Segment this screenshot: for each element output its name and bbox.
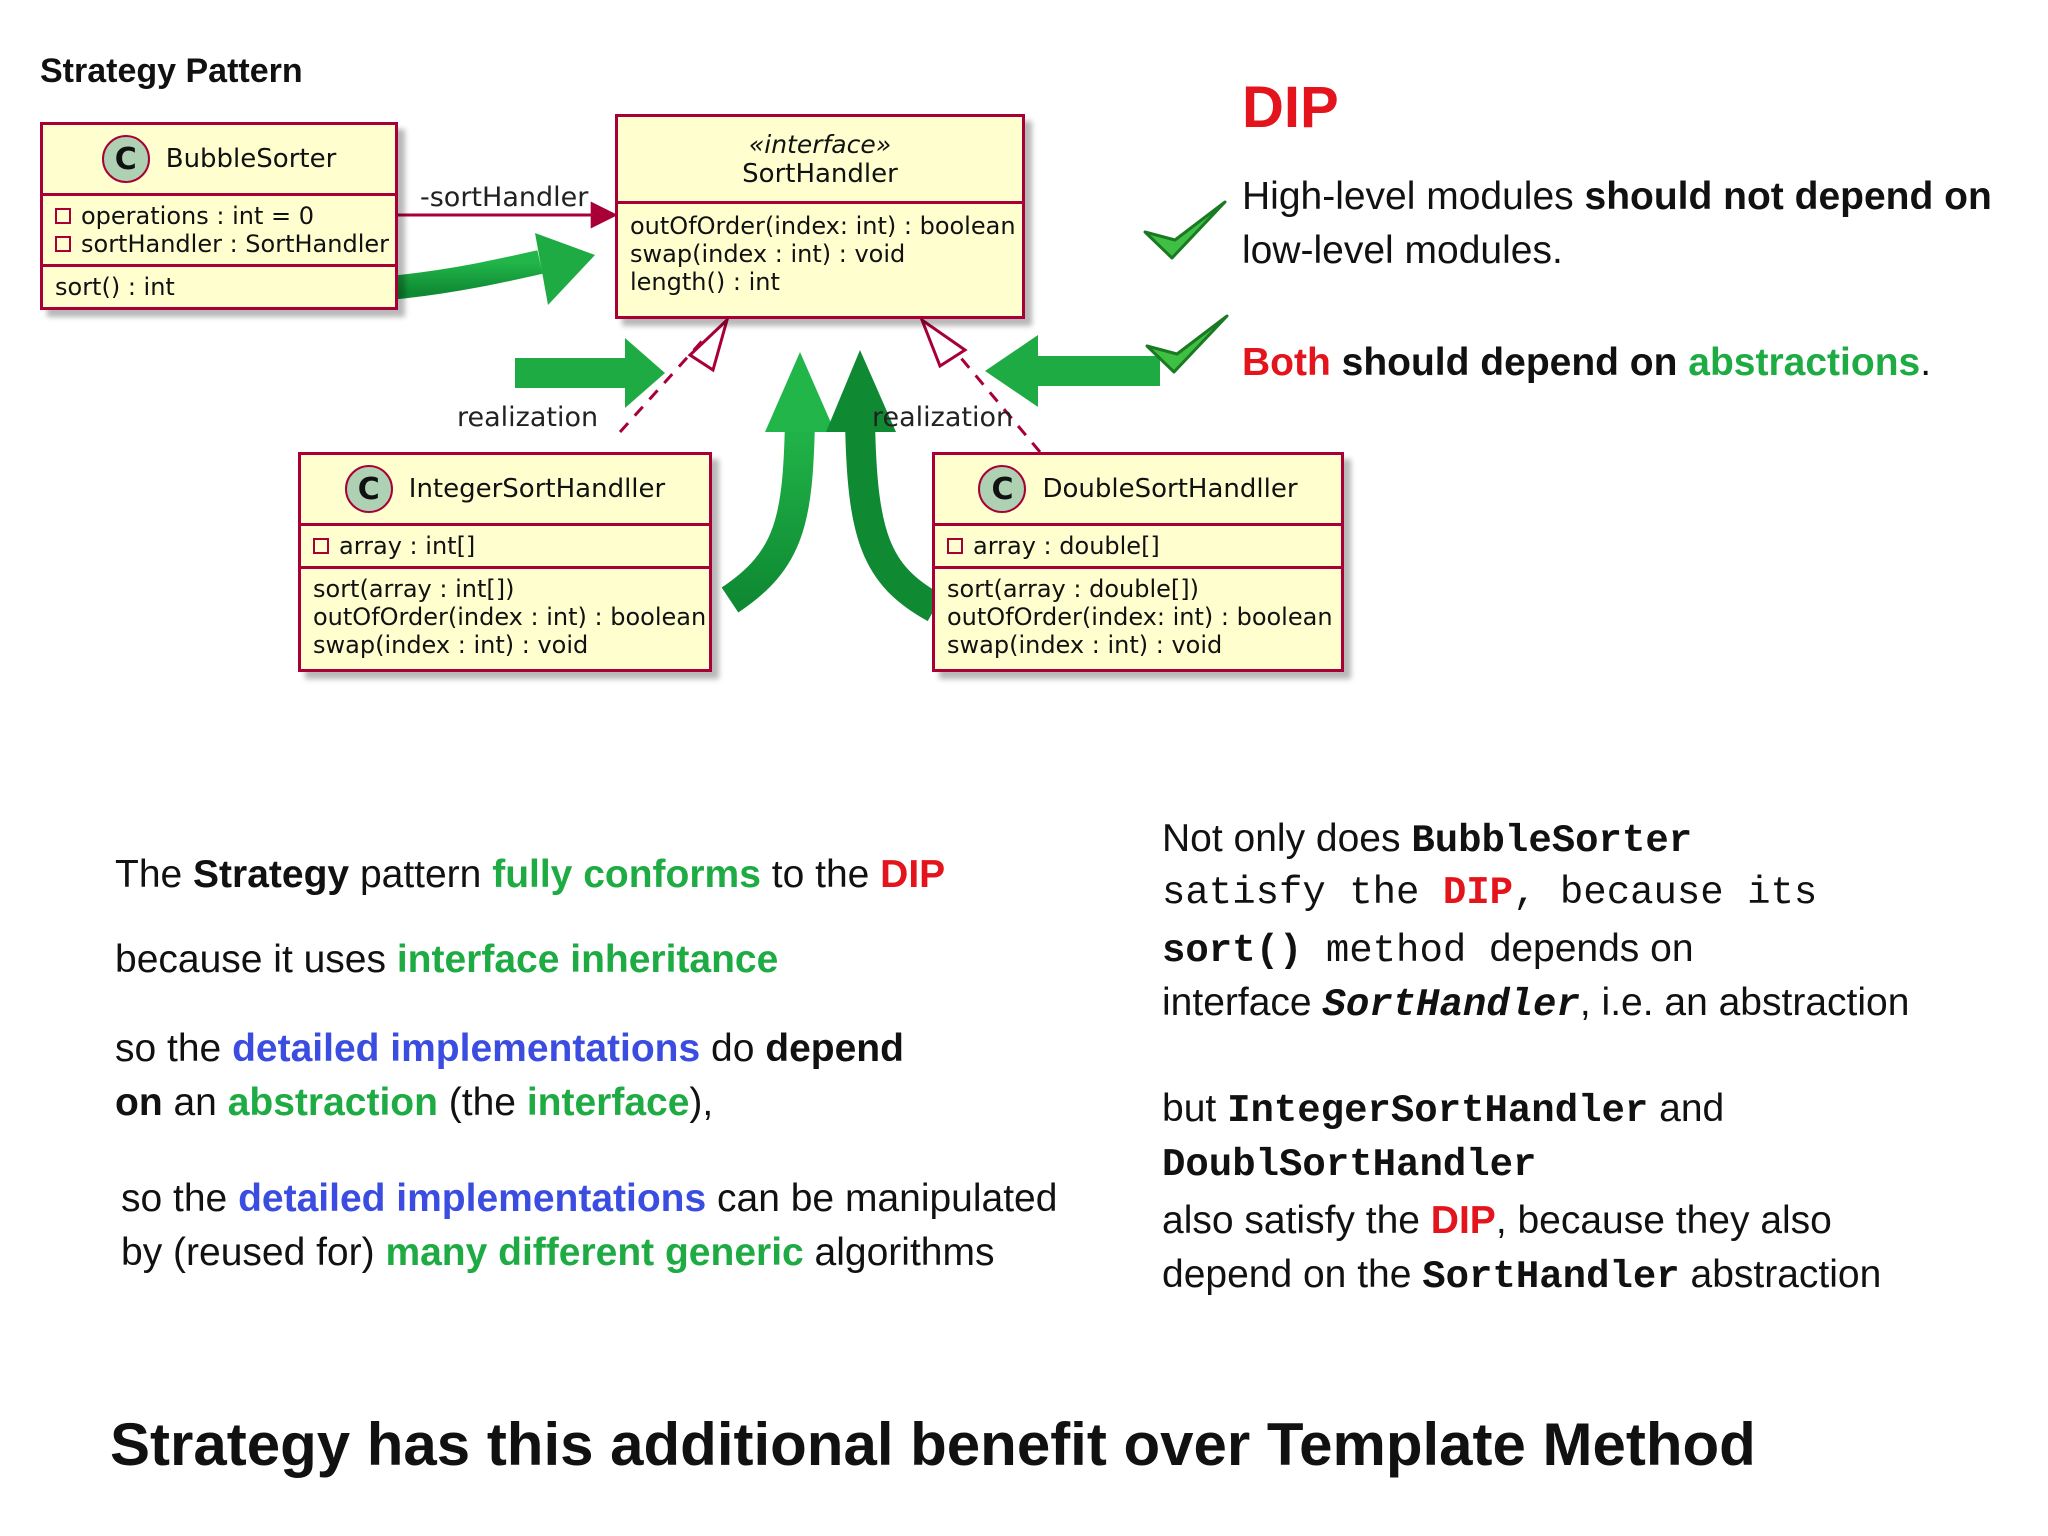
private-field-icon (313, 538, 329, 554)
class-badge: C (978, 465, 1027, 513)
right-line-3: sort() method depends on (1162, 927, 1694, 973)
realization-arrowhead-right (918, 315, 968, 369)
uml-class-bubblesorter: C BubbleSorter operations : int = 0 sort… (40, 122, 398, 310)
class-name: BubbleSorter (165, 144, 337, 174)
field-row: operations : int = 0 (55, 202, 383, 230)
dip-bullet-1: High-level modules should not depend on … (1242, 175, 1992, 272)
field-row: array : double[] (947, 532, 1329, 560)
method-row: sort() : int (55, 273, 175, 301)
method-row: outOfOrder(index: int) : boolean (630, 212, 1016, 240)
dip-bullet-2: Both should depend on abstractions. (1242, 341, 1932, 384)
right-line-5: but IntegerSortHandler and (1162, 1087, 1725, 1133)
green-arrow-from-dip (985, 335, 1160, 407)
association-label: -sortHandler (420, 182, 589, 213)
method-row: swap(index : int) : void (630, 240, 906, 268)
right-line-6: DoublSortHandler (1162, 1143, 1537, 1187)
method-row: sort(array : int[]) (313, 575, 515, 603)
class-name: IntegerSortHandller (408, 474, 666, 504)
left-line-2: because it uses interface inheritance (115, 938, 779, 981)
green-arrow-from-double-handler (826, 350, 943, 622)
uml-class-integersorthandler: C IntegerSortHandller array : int[] sort… (298, 452, 712, 672)
class-badge: C (101, 135, 150, 183)
right-line-4: interface SortHandler, i.e. an abstracti… (1162, 981, 1910, 1027)
private-field-icon (55, 236, 71, 252)
green-arrow-to-interface-left (515, 338, 665, 408)
left-line-6: by (reused for) many different generic a… (121, 1231, 995, 1274)
realization-arrowhead-left (687, 315, 730, 373)
left-line-5: so the detailed implementations can be m… (121, 1177, 1058, 1220)
class-name: DoubleSortHandller (1042, 474, 1298, 504)
realization-line-right (948, 344, 1042, 453)
right-line-1: Not only does BubbleSorter (1162, 817, 1693, 863)
uml-class-doublesorthandler: C DoubleSortHandller array : double[] so… (932, 452, 1344, 672)
method-row: sort(array : double[]) (947, 575, 1199, 603)
method-row: swap(index : int) : void (947, 631, 1223, 659)
green-arrow-from-integer-handler (721, 352, 835, 613)
field-row: sortHandler : SortHandler (55, 230, 389, 258)
right-line-2: satisfy the DIP, because its (1162, 871, 1818, 915)
class-badge: C (344, 465, 393, 513)
dip-title: DIP (1242, 75, 1339, 140)
private-field-icon (947, 538, 963, 554)
method-row: length() : int (630, 268, 780, 296)
check-icon (1145, 314, 1229, 374)
left-line-4: on an abstraction (the interface), (115, 1081, 714, 1124)
field-row: array : int[] (313, 532, 697, 560)
right-line-7: also satisfy the DIP, because they also (1162, 1199, 1832, 1242)
realization-label-right: realization (872, 402, 1014, 433)
stereotype: «interface» (748, 129, 892, 159)
right-line-8: depend on the SortHandler abstraction (1162, 1253, 1882, 1299)
private-field-icon (55, 208, 71, 224)
uml-interface-sorthandler: «interface» SortHandler outOfOrder(index… (615, 114, 1025, 319)
class-name: SortHandler (742, 158, 898, 189)
check-icon (1143, 200, 1227, 260)
method-row: outOfOrder(index: int) : boolean (947, 603, 1333, 631)
realization-label-left: realization (457, 402, 599, 433)
left-line-3: so the detailed implementations do depen… (115, 1027, 904, 1070)
slide-conclusion-title: Strategy has this additional benefit ove… (110, 1411, 1756, 1478)
method-row: outOfOrder(index : int) : boolean (313, 603, 707, 631)
diagram-title: Strategy Pattern (40, 52, 303, 90)
left-line-1: The Strategy pattern fully conforms to t… (115, 853, 946, 896)
method-row: swap(index : int) : void (313, 631, 589, 659)
